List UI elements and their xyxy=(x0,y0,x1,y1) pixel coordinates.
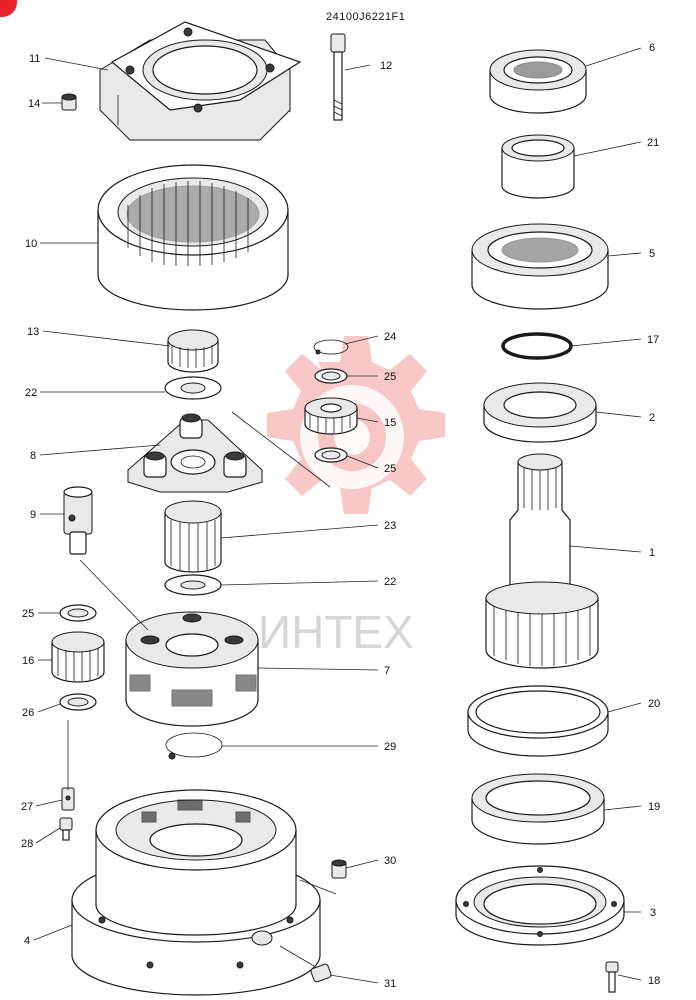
callout-label: 12 xyxy=(380,60,392,72)
callout-label: 28 xyxy=(21,838,33,850)
part-24-snap-ring xyxy=(313,339,349,355)
part-30-plug xyxy=(331,859,347,879)
part-25-washer-left xyxy=(59,604,97,622)
callout-label: 8 xyxy=(30,450,36,462)
watermark-brand-text: ИНТЕХ xyxy=(258,606,414,658)
callout-label: 27 xyxy=(21,801,33,813)
part-29-snap-ring xyxy=(165,732,223,760)
drawing-number: 24100J6221F1 xyxy=(326,11,405,23)
callout-label: 9 xyxy=(30,509,36,521)
part-21-spacer xyxy=(501,134,575,199)
part-11-cover-flange xyxy=(99,21,302,141)
leader-lines xyxy=(33,47,642,984)
callout-label: 10 xyxy=(25,238,37,250)
part-23-planet-gear xyxy=(164,500,222,573)
callout-label: 22 xyxy=(384,576,396,588)
callout-label: 25 xyxy=(22,608,34,620)
part-27-spring-pin xyxy=(61,787,75,811)
part-26-washer xyxy=(59,693,97,711)
callout-label: 2 xyxy=(649,412,655,424)
callout-label: 3 xyxy=(650,907,656,919)
part-25-washer-lower xyxy=(314,447,348,463)
part-5-bearing xyxy=(471,223,609,310)
callout-label: 5 xyxy=(649,248,655,260)
part-20-seal-ring xyxy=(467,685,609,757)
callout-label: 29 xyxy=(384,741,396,753)
callout-label: 6 xyxy=(649,42,655,54)
callout-label: 31 xyxy=(384,978,396,990)
part-1-pinion-shaft xyxy=(485,453,599,669)
callout-labels: 11 14 12 6 21 10 5 13 24 17 25 22 2 15 8… xyxy=(21,42,660,990)
part-3-retainer-ring xyxy=(455,865,625,946)
callout-label: 13 xyxy=(27,326,39,338)
callout-label: 25 xyxy=(384,371,396,383)
corner-badge xyxy=(0,0,17,17)
part-14-plug xyxy=(61,93,77,111)
part-4-housing xyxy=(71,789,321,996)
part-31-plug xyxy=(310,963,332,983)
callout-label: 18 xyxy=(648,975,660,987)
part-10-ring-gear xyxy=(97,164,289,311)
callout-label: 26 xyxy=(22,707,34,719)
part-8-planet-carrier xyxy=(127,413,263,493)
part-22-thrust-washer-upper xyxy=(164,376,222,400)
part-7-planet-carrier-lower xyxy=(125,611,259,727)
callout-label: 19 xyxy=(648,801,660,813)
part-12-bolt xyxy=(330,33,346,121)
callout-label: 21 xyxy=(647,137,659,149)
part-16-planet-gear xyxy=(51,631,105,683)
callout-label: 4 xyxy=(24,935,30,947)
callout-label: 11 xyxy=(29,53,40,65)
part-13-sun-gear xyxy=(167,329,219,373)
callout-label: 15 xyxy=(384,417,396,429)
part-19-seal xyxy=(471,773,605,845)
callout-label: 14 xyxy=(28,98,40,110)
callout-label: 23 xyxy=(384,520,396,532)
part-9-planet-pin xyxy=(63,486,93,555)
callout-label: 22 xyxy=(25,387,37,399)
callout-label: 7 xyxy=(384,665,390,677)
part-2-oil-seal xyxy=(483,382,597,443)
part-17-o-ring xyxy=(501,332,573,360)
callout-label: 24 xyxy=(384,331,396,343)
callout-label: 17 xyxy=(647,334,659,346)
part-22-thrust-washer-lower xyxy=(164,574,222,596)
callout-label: 25 xyxy=(384,463,396,475)
part-28-screw xyxy=(59,817,73,841)
callout-label: 30 xyxy=(384,855,396,867)
callout-label: 16 xyxy=(22,655,34,667)
part-18-bolt xyxy=(605,961,619,993)
callout-label: 1 xyxy=(649,547,655,559)
part-15-planet-gear xyxy=(304,397,358,435)
callout-label: 20 xyxy=(648,698,660,710)
part-25-washer-upper xyxy=(314,368,348,384)
part-6-bearing xyxy=(489,49,587,114)
